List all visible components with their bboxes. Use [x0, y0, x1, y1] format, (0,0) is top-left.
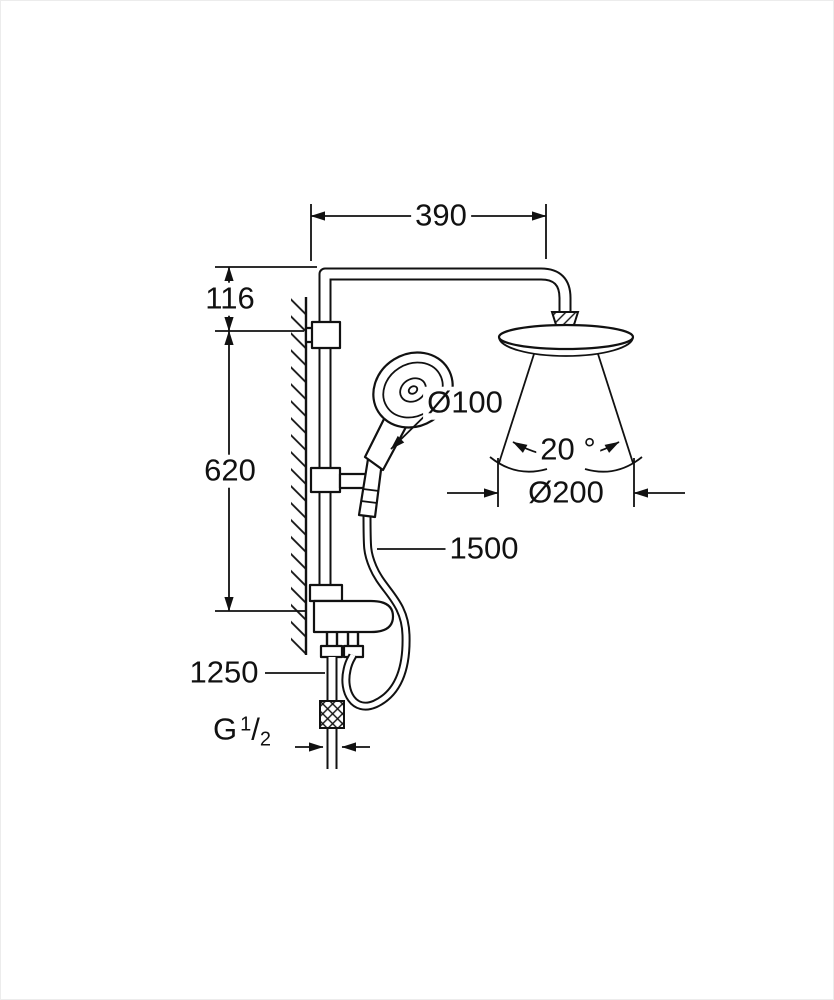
dimension-label-116: 116	[201, 282, 259, 316]
head-shower	[497, 311, 635, 357]
thread-numerator: 1	[240, 713, 252, 736]
dimension-label-390: 390	[411, 199, 471, 233]
dimension-label-hose-length: 1500	[445, 532, 523, 566]
dimension-label-outlet-height: 1250	[185, 656, 263, 690]
bottom-union	[308, 583, 395, 659]
shower-pipe	[318, 267, 572, 613]
dimension-200	[447, 458, 685, 507]
wall	[291, 297, 308, 655]
dimension-label-handshower-diameter: Ø100	[423, 386, 507, 420]
spray-cone	[489, 353, 643, 473]
handshower-holder	[309, 466, 368, 494]
wall-bracket	[304, 320, 342, 350]
thread-denominator: 2	[259, 728, 271, 751]
thread-prefix: G	[213, 711, 238, 747]
supply-connection	[319, 657, 345, 769]
dimension-label-spray-angle: 20 °	[536, 433, 600, 467]
shower-hose	[341, 512, 411, 711]
dimension-label-headshower-diameter: Ø200	[524, 476, 608, 510]
dimension-label-620: 620	[200, 454, 260, 488]
thread-slash: /	[251, 711, 260, 747]
